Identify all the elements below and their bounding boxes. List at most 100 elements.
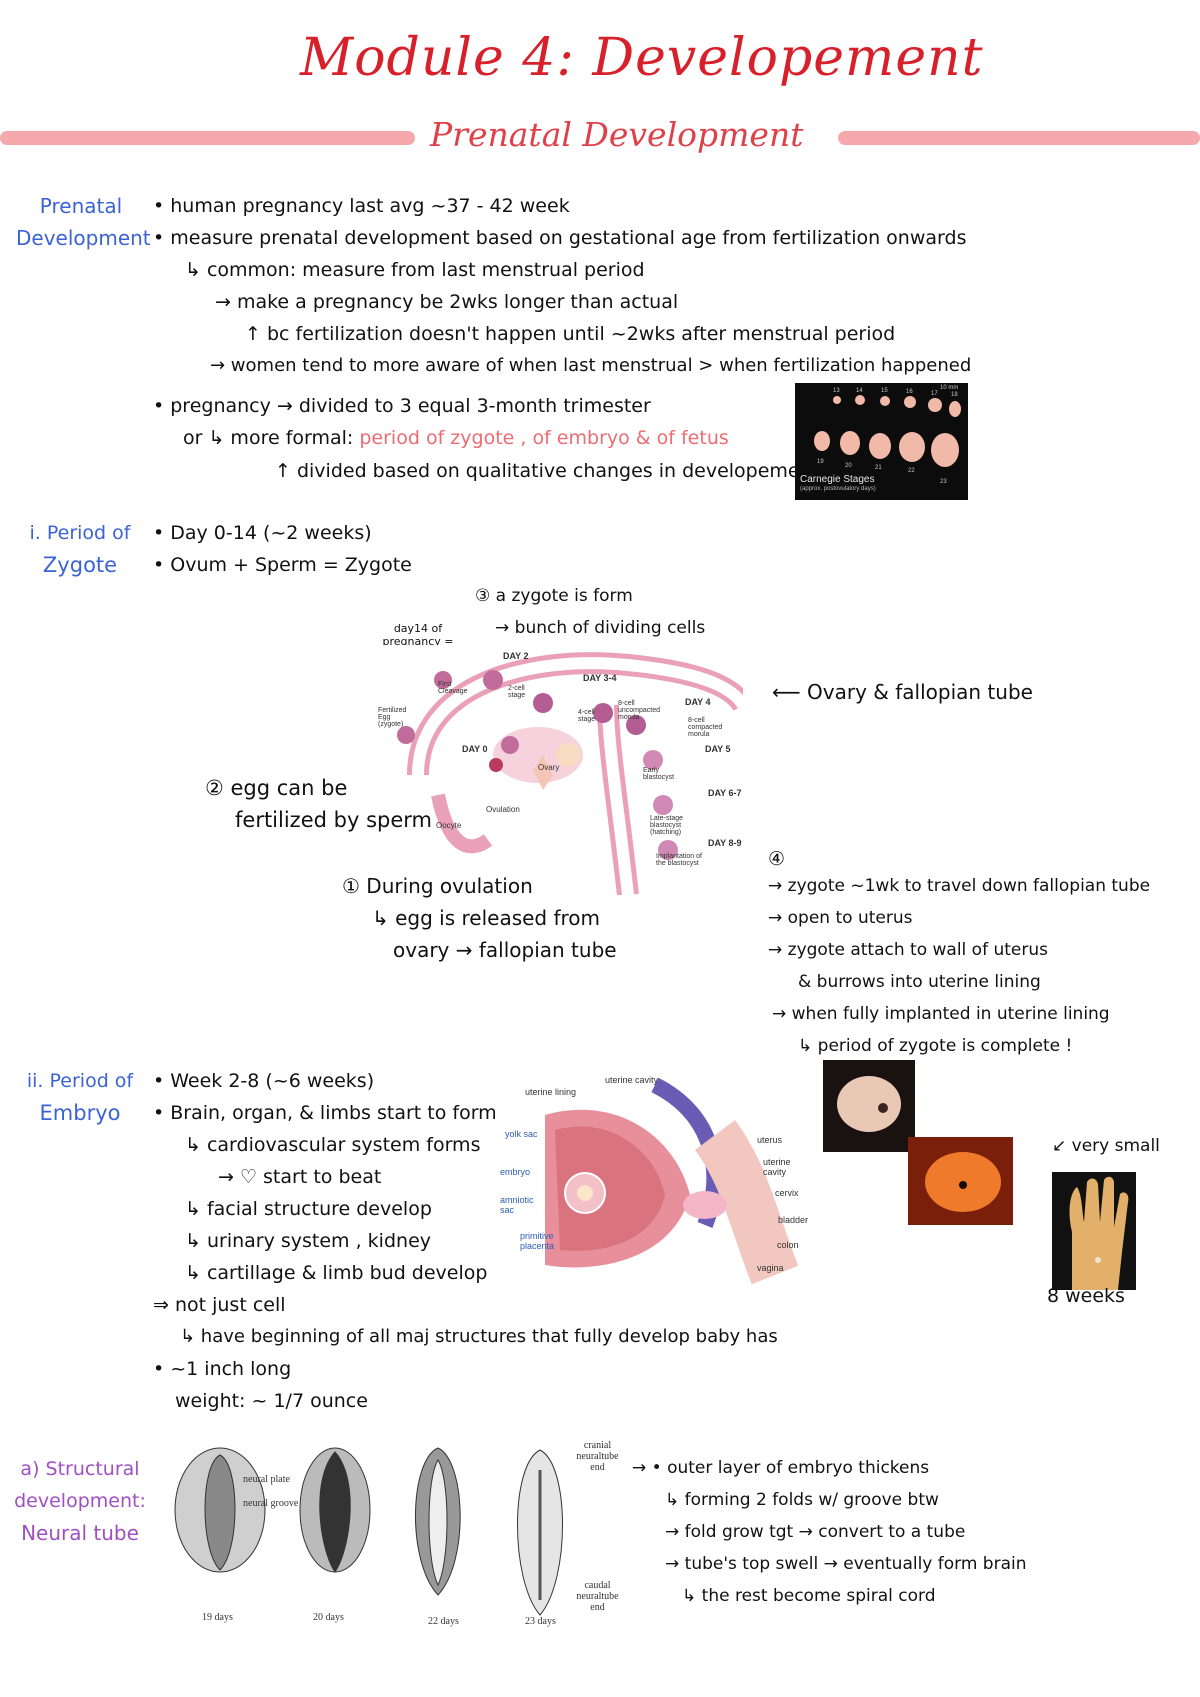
- neural-note-4: → tube's top swell → eventually form bra…: [665, 1554, 1027, 1574]
- title-divider-left: [0, 131, 415, 145]
- dlabel-day34: DAY 3-4: [583, 673, 617, 683]
- embryo-photo-icon: [837, 1076, 901, 1132]
- nlabel-19-days: 19 days: [202, 1612, 233, 1623]
- embryo-bullet-4: • ~1 inch long: [153, 1358, 292, 1380]
- zygote-note-1a: ① During ovulation: [342, 874, 533, 898]
- dlabel-oocyte: Oocyte: [436, 821, 462, 830]
- embryo-bullet-2: • Brain, organ, & limbs start to form: [153, 1102, 497, 1124]
- zygote-note-2b: fertilized by sperm: [235, 808, 432, 832]
- page-title: Module 4: Developement: [300, 28, 984, 88]
- section-label-embryo: ii. Period of Embryo: [26, 1070, 134, 1125]
- embryo-bullet-2d: ↳ urinary system , kidney: [185, 1230, 431, 1252]
- ulabel-uterine-cavity-2: uterine cavity: [763, 1157, 791, 1177]
- svg-text:16: 16: [906, 389, 913, 395]
- zygote-note-4d: & burrows into uterine lining: [798, 972, 1041, 992]
- zygote-note-1b: ↳ egg is released from: [372, 906, 601, 930]
- prenatal-bullet-3: • pregnancy → divided to 3 equal 3-month…: [153, 395, 651, 417]
- svg-text:22: 22: [908, 468, 915, 474]
- dlabel-ovulation: Ovulation: [486, 805, 520, 814]
- carnegie-sublabel: (approx. postovulatory days): [800, 486, 876, 492]
- title-divider-right: [838, 131, 1200, 145]
- prenatal-bullet-1: • human pregnancy last avg ~37 - 42 week: [153, 195, 570, 217]
- embryo-bullet-3: ⇒ not just cell: [153, 1294, 286, 1316]
- section-label-prenatal: Prenatal Development: [16, 194, 151, 250]
- zygote-note-3b: → bunch of dividing cells: [495, 618, 706, 638]
- dlabel-8cell-compacted: 8-cell compacted morula: [688, 717, 723, 738]
- uterus-icon: [545, 1077, 799, 1285]
- embryo-bullet-3a: ↳ have beginning of all maj structures t…: [180, 1326, 778, 1347]
- dlabel-day0: DAY 0: [462, 744, 488, 754]
- embryo-photo-1: [823, 1060, 915, 1152]
- zygote-note-1c: ovary → fallopian tube: [393, 938, 617, 962]
- ulabel-primitive-placenta: primitive placenta: [520, 1231, 555, 1251]
- dlabel-8cell: 8-cell uncompacted morula: [618, 700, 661, 721]
- zygote-note-4a: → zygote ~1wk to travel down fallopian t…: [768, 876, 1151, 896]
- ulabel-cervix: cervix: [775, 1188, 799, 1198]
- embryo-bullet-2c: ↳ facial structure develop: [185, 1198, 432, 1220]
- neural-note-1: → • outer layer of embryo thickens: [632, 1458, 930, 1478]
- section-label-neural: a) Structural development: Neural tube: [14, 1458, 146, 1545]
- embryo-photo-2-icon: [908, 1137, 1013, 1225]
- dlabel-first-cleavage: First Cleavage: [438, 681, 468, 695]
- svg-text:17: 17: [931, 391, 938, 397]
- svg-text:23: 23: [940, 479, 947, 485]
- prenatal-bullet-3a: or ↳ more formal: period of zygote , of …: [183, 427, 729, 449]
- page-subtitle: Prenatal Development: [430, 115, 804, 154]
- dlabel-day2: DAY 2: [503, 651, 529, 661]
- embryo-bullet-2e: ↳ cartillage & limb bud develop: [185, 1262, 488, 1284]
- zygote-note-4c: → zygote attach to wall of uterus: [768, 940, 1048, 960]
- zygote-note-4b: → open to uterus: [768, 908, 913, 928]
- embryo-bullet-2a: ↳ cardiovascular system forms: [185, 1134, 481, 1156]
- neural-tube-diagram: neural plate neural groove cranial neura…: [170, 1440, 625, 1630]
- dlabel-early-blastocyst: Early blastocyst: [643, 767, 675, 781]
- zygote-bullet-2: • Ovum + Sperm = Zygote: [153, 554, 412, 576]
- prenatal-bullet-2c: ↑ bc fertilization doesn't happen until …: [245, 323, 896, 345]
- prenatal-bullet-3b: ↑ divided based on qualitative changes i…: [275, 460, 820, 482]
- ulabel-uterine-lining: uterine lining: [525, 1087, 577, 1097]
- svg-text:18: 18: [951, 392, 958, 398]
- dlabel-day5: DAY 5: [705, 744, 731, 754]
- dlabel-implantation: Implantation of the blastocyst: [656, 853, 702, 867]
- hand-embryo-photo: [1052, 1172, 1136, 1290]
- zygote-note-4e: → when fully implanted in uterine lining: [772, 1004, 1110, 1024]
- svg-text:13: 13: [833, 388, 840, 394]
- uterus-embryo-diagram: uterine lining uterine cavity yolk sac e…: [495, 1075, 815, 1295]
- zygote-note-ovary: ⟵ Ovary & fallopian tube: [772, 680, 1033, 704]
- svg-text:15: 15: [881, 388, 888, 394]
- ulabel-amniotic-sac: amniotic sac: [500, 1195, 534, 1215]
- ulabel-yolk-sac: yolk sac: [505, 1129, 538, 1139]
- svg-text:10 mm: 10 mm: [940, 385, 958, 391]
- nlabel-neural-groove: neural groove: [243, 1498, 299, 1509]
- dlabel-ovary: Ovary: [538, 763, 560, 772]
- embryo-bullet-1: • Week 2-8 (~6 weeks): [153, 1070, 375, 1092]
- ulabel-colon: colon: [777, 1240, 799, 1250]
- ulabel-uterine-cavity: uterine cavity: [605, 1075, 659, 1085]
- svg-text:21: 21: [875, 465, 882, 471]
- neural-note-2: ↳ forming 2 folds w/ groove btw: [665, 1490, 939, 1510]
- dlabel-day4: DAY 4: [685, 697, 711, 707]
- nlabel-caudal: caudal neuraltube end: [576, 1580, 619, 1613]
- neural-note-3: → fold grow tgt → convert to a tube: [665, 1522, 966, 1542]
- embryo-bullet-2b: → ♡ start to beat: [218, 1166, 382, 1188]
- nlabel-cranial: cranial neuraltube end: [576, 1440, 619, 1473]
- embryo-bullet-4a: weight: ~ 1/7 ounce: [175, 1390, 368, 1412]
- hand-icon: [1069, 1176, 1129, 1290]
- embryo-note-8-weeks: 8 weeks: [1047, 1285, 1125, 1307]
- fallopian-tube-icon: [397, 652, 753, 897]
- prenatal-bullet-2: • measure prenatal development based on …: [153, 227, 967, 249]
- dlabel-day89: DAY 8-9: [708, 838, 742, 848]
- svg-text:14: 14: [856, 388, 863, 394]
- prenatal-bullet-2d: → women tend to more aware of when last …: [210, 355, 972, 376]
- dlabel-day67: DAY 6-7: [708, 788, 742, 798]
- nlabel-neural-plate: neural plate: [243, 1474, 290, 1485]
- ulabel-bladder: bladder: [778, 1215, 809, 1225]
- zygote-note-4: ④: [768, 848, 786, 870]
- zygote-note-4f: ↳ period of zygote is complete !: [798, 1036, 1073, 1056]
- dlabel-fertilized-egg: Fertilized Egg (zygote): [378, 707, 407, 728]
- ulabel-uterus: uterus: [757, 1135, 783, 1145]
- zygote-note-2a: ② egg can be: [205, 776, 348, 800]
- svg-text:20: 20: [845, 463, 852, 469]
- carnegie-label: Carnegie Stages: [800, 474, 875, 485]
